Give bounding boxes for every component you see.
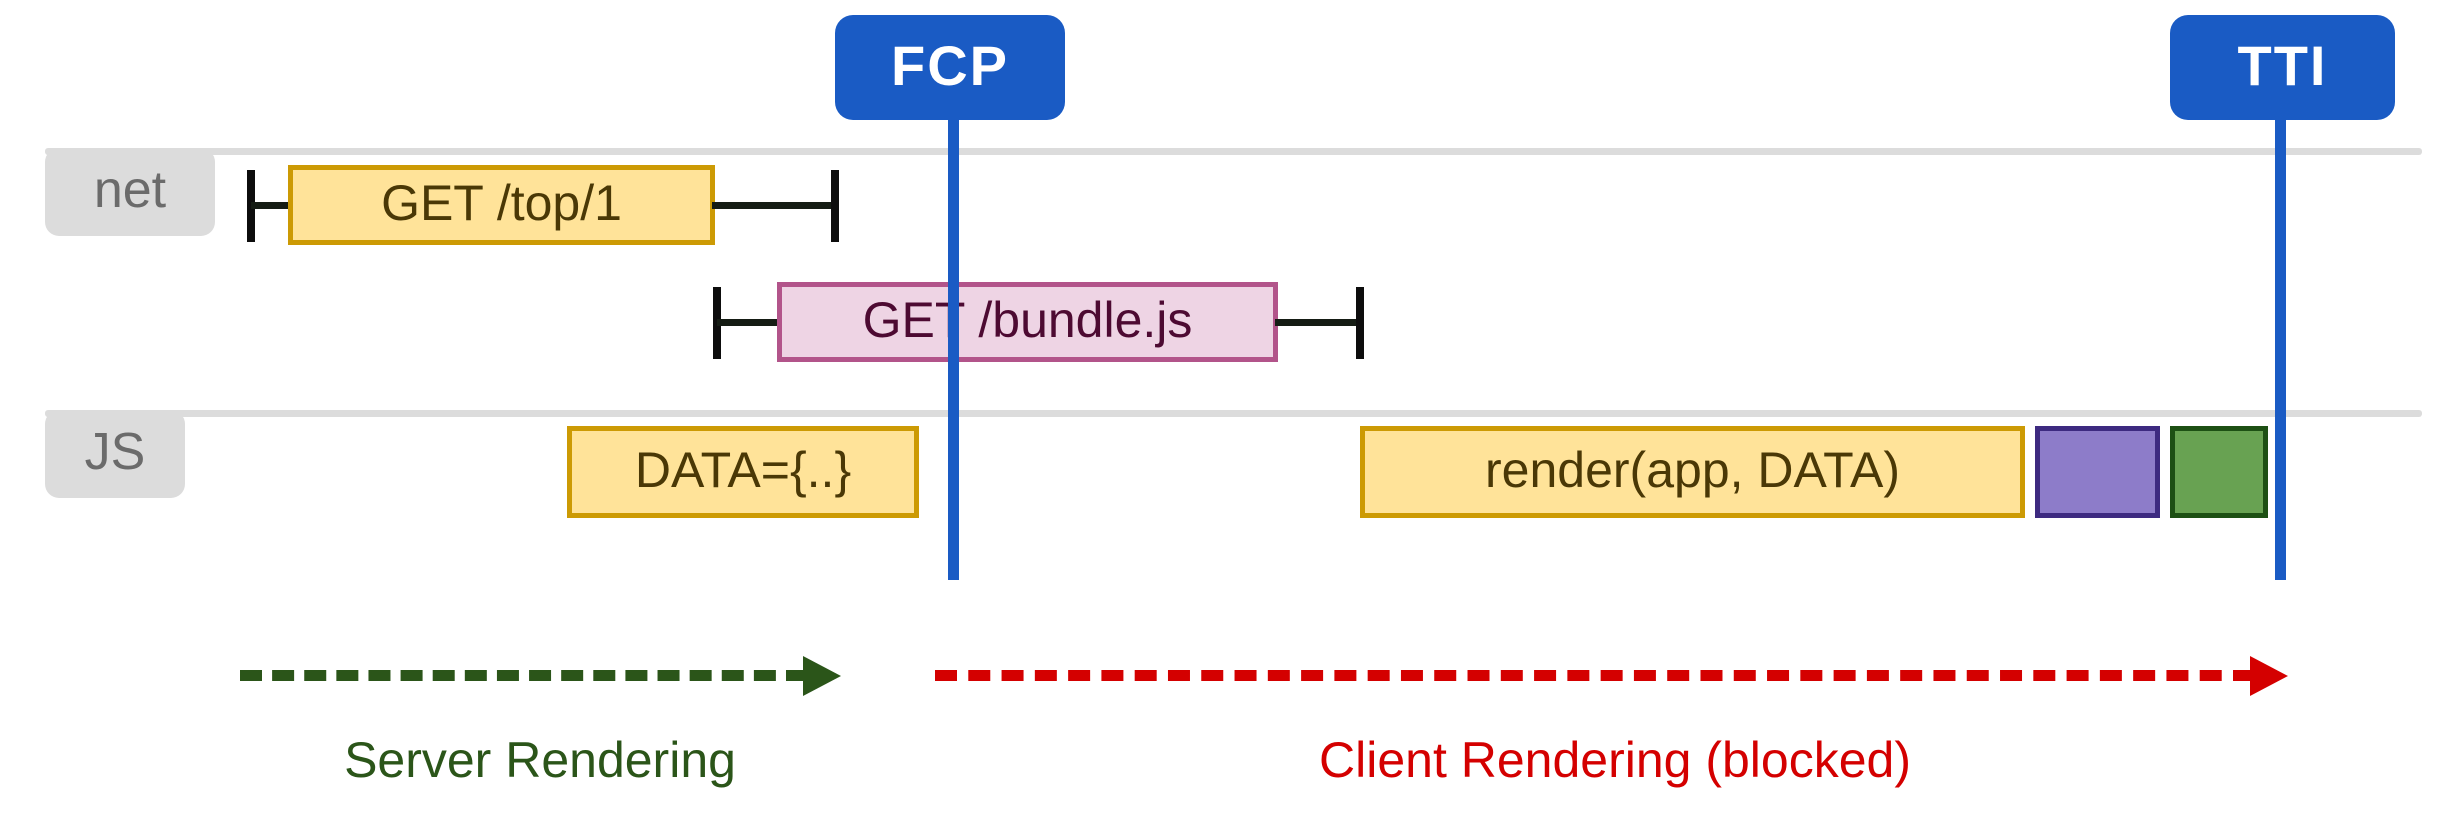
bar-hydrate-task[interactable] bbox=[2035, 426, 2160, 518]
lane-label-net-text: net bbox=[93, 161, 167, 219]
phase-arrow-head-server bbox=[803, 656, 841, 696]
marker-line-tti bbox=[2275, 85, 2286, 580]
phase-label-server: Server Rendering bbox=[240, 735, 840, 785]
whisker-stem-right-get-top bbox=[712, 202, 838, 209]
bar-paint-task[interactable] bbox=[2170, 426, 2268, 518]
lane-chip-net: net bbox=[45, 148, 215, 236]
marker-badge-tti[interactable]: TTI bbox=[2170, 15, 2395, 120]
bar-label-data-assign: DATA={..} bbox=[634, 441, 852, 498]
phase-arrow-shaft-server bbox=[240, 670, 808, 681]
whisker-stem-right-get-bundle bbox=[1275, 319, 1364, 326]
bar-render-app[interactable]: render(app, DATA) bbox=[1360, 426, 2025, 518]
whisker-stem-left-get-bundle bbox=[717, 319, 781, 326]
marker-label-tti: TTI bbox=[2237, 33, 2328, 97]
bar-label-render-app: render(app, DATA) bbox=[1485, 441, 1900, 498]
whisker-cap-right-get-top bbox=[831, 170, 839, 242]
phase-label-client: Client Rendering (blocked) bbox=[935, 735, 2295, 785]
bar-data-assign[interactable]: DATA={..} bbox=[567, 426, 919, 518]
marker-badge-fcp[interactable]: FCP bbox=[835, 15, 1065, 120]
whisker-cap-right-get-bundle bbox=[1356, 287, 1364, 359]
whisker-stem-left-get-top bbox=[251, 202, 291, 209]
bar-get-top[interactable]: GET /top/1 bbox=[288, 165, 715, 245]
phase-arrow-head-client bbox=[2250, 656, 2288, 696]
lane-chip-js: JS bbox=[45, 410, 185, 498]
marker-label-fcp: FCP bbox=[891, 33, 1009, 97]
bar-get-bundle[interactable]: GET /bundle.js bbox=[777, 282, 1278, 362]
bar-label-get-top: GET /top/1 bbox=[381, 174, 622, 231]
bar-label-get-bundle: GET /bundle.js bbox=[862, 291, 1193, 348]
marker-line-fcp bbox=[948, 85, 959, 580]
phase-arrow-shaft-client bbox=[935, 670, 2255, 681]
lane-rule-js bbox=[45, 410, 2422, 417]
phase-label-client-text: Client Rendering (blocked) bbox=[1319, 732, 1911, 788]
lane-rule-net bbox=[45, 148, 2422, 155]
phase-label-server-text: Server Rendering bbox=[344, 732, 736, 788]
lane-label-js-text: JS bbox=[84, 423, 146, 481]
